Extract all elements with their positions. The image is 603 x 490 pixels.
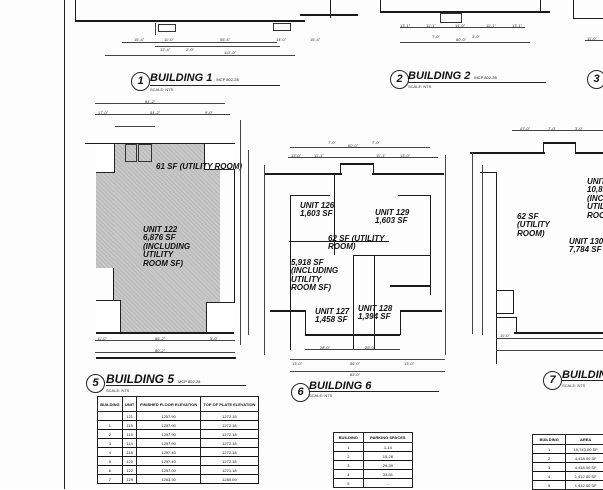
dim-text: 11'-1" [314, 153, 324, 158]
dim-text: 2'-0" [186, 47, 194, 52]
drawing-scale: SCALE: NTS [309, 393, 332, 398]
dim-text: 13'-0" [404, 361, 414, 366]
room-label-utility: 62 SF (UTILITY ROOM) [328, 235, 384, 252]
room-label-utility: 61 SF (UTILITY ROOM) [156, 163, 242, 171]
dim-text: 7'-0" [328, 140, 336, 145]
dim-text: 28'-0" [320, 345, 330, 350]
dim-text: 13'-0" [292, 361, 302, 366]
drawing-number-badge: 5 [86, 374, 105, 393]
column-header: AREA [566, 435, 603, 445]
column-header: UNIT [122, 397, 137, 412]
room-label-unit-127: UNIT 127 1,458 SF [315, 308, 349, 325]
dim-text: 12'-4" [160, 47, 170, 52]
dim-text: 84'-2" [145, 99, 155, 104]
dim-text: 3'-0" [575, 126, 583, 131]
dim-text: 7'-0" [548, 126, 556, 131]
room-label-unit-130: UNIT 130 7,784 SF [569, 238, 603, 255]
drawing-number-badge: 7 [543, 371, 562, 390]
dim-text: 47'-0" [520, 126, 530, 131]
column-header: BUILDING [533, 435, 566, 445]
dim-text: 13'-0" [400, 153, 410, 158]
dim-text: 7'-0" [432, 34, 440, 39]
dim-text: 56'-0" [350, 361, 360, 366]
table-row: 5... [334, 479, 413, 488]
dim-text: 60'-0" [348, 143, 358, 148]
dim-text: 56'-2" [155, 336, 165, 341]
dim-text: 13'-0" [291, 153, 301, 158]
room-label-unit-126: UNIT 126 1,603 SF [300, 202, 334, 219]
dim-text: 11'-1" [376, 153, 386, 158]
dim-text: 5'-0" [210, 336, 218, 341]
sheet-border [64, 0, 65, 489]
dim-text: 14'-0" [276, 37, 286, 42]
dim-text: 15'-4" [134, 37, 144, 42]
column-header: PARKING SPACES [363, 433, 412, 443]
dim-text: 15'-4" [310, 37, 320, 42]
drawing-number-badge: 2 [390, 70, 409, 89]
dim-text: 28'-0" [365, 345, 375, 350]
dim-text: 13'-1" [400, 23, 410, 28]
dim-text: 3'-0" [472, 34, 480, 39]
drawing-scale: SCALE: NTS [150, 87, 173, 92]
drawing-scale: SCALE: NTS [408, 84, 431, 89]
dim-text: 55'-4" [220, 37, 230, 42]
drawing-scale: SCALE: NTS [562, 383, 585, 388]
column-header: TOP OF PLATE ELEVATION [200, 397, 258, 412]
room-label-unit-128: UNIT 128 1,394 SF [358, 305, 392, 322]
drawing-number-badge: 6 [291, 383, 310, 402]
room-label-unit-129: UNIT 129 1,603 SF [375, 209, 409, 226]
column-header: FINISHED FLOOR ELEVATION [137, 397, 200, 412]
dim-text: 80'-2" [155, 348, 165, 353]
dim-text: 54'-2" [150, 110, 160, 115]
dim-text: 14'-0" [455, 23, 465, 28]
room-label-unit-122: UNIT 122 6,876 SF (INCLUDING UTILITY ROO… [143, 226, 190, 268]
dim-text: 11'-1" [426, 23, 436, 28]
room-label-utility: 62 SF (UTILITY ROOM) [517, 213, 550, 238]
dim-text: 9'-0" [205, 110, 213, 115]
column-header: BUILDING [98, 397, 123, 412]
room-label-building-7-total: UNIT 10,8.. (INC.. UTIL.. ROO.. [587, 178, 603, 220]
dim-text: 80'-0" [456, 37, 466, 42]
elevation-schedule: BUILDING UNIT FINISHED FLOOR ELEVATION T… [97, 396, 259, 484]
dim-text: 13'-1" [512, 23, 522, 28]
dim-text: 11'-1" [486, 23, 496, 28]
dim-text: 17'-0" [98, 110, 108, 115]
dim-text: 112'-0" [224, 50, 236, 55]
drawing-number-badge: 1 [131, 72, 150, 91]
dim-text: 11'-0" [587, 36, 597, 41]
dim-text: 11'-0" [500, 333, 510, 338]
drawing-scale: SCALE: NTS [106, 388, 129, 393]
dim-text: 11'-0" [164, 37, 174, 42]
dim-text: 7'-0" [372, 140, 380, 145]
dim-text: 11'-0" [97, 336, 107, 341]
column-header: BUILDING [334, 433, 364, 443]
dim-text: 82'-0" [350, 372, 360, 377]
room-label-building-6-total: 5,918 SF (INCLUDING UTILITY ROOM SF) [291, 259, 338, 293]
drawing-number-badge: 3 [587, 70, 603, 89]
